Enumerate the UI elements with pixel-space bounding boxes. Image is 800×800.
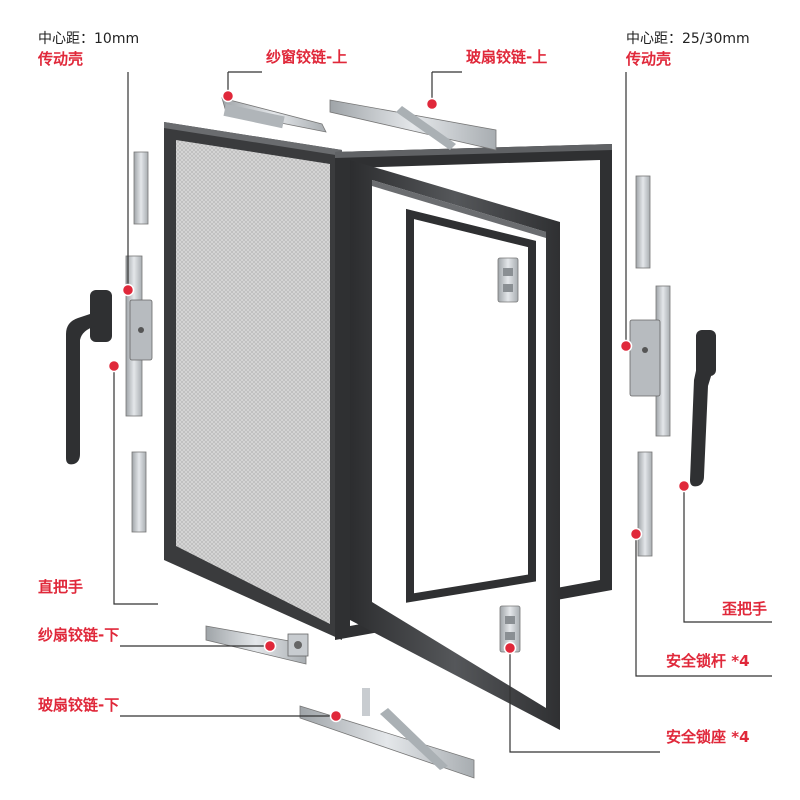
screen-hinge-top-label: 纱窗铰链-上 (266, 48, 348, 66)
marker-dot (221, 89, 235, 103)
straight-handle-label: 直把手 (38, 578, 84, 596)
marker-dot (329, 709, 343, 723)
angled-handle-label: 歪把手 (722, 600, 768, 618)
marker-dots (107, 89, 691, 723)
glass-hinge-top-label: 玻扇铰链-上 (466, 48, 548, 66)
screen-hinge-bottom-label: 纱扇铰链-下 (38, 626, 120, 644)
left-drive-rod-bottom (131, 451, 147, 533)
marker-dot (263, 639, 277, 653)
left-spec-label: 中心距：10mm (38, 31, 140, 47)
screen-hinge-bottom (205, 625, 309, 665)
glass-hinge-top (329, 99, 497, 151)
lock-seat-bottom (499, 605, 521, 653)
lock-seat-top (497, 257, 519, 303)
right-drive-rod-bottom (637, 451, 653, 557)
marker-dot (503, 641, 517, 655)
safety-lock-rod-label: 安全锁杆 *4 (666, 652, 750, 670)
marker-dot (425, 97, 439, 111)
screen-sash (164, 122, 342, 640)
left-drive-rod-top (133, 151, 149, 225)
open-sash (350, 160, 560, 730)
marker-dot (629, 527, 643, 541)
marker-dot (121, 283, 135, 297)
glass-hinge-bottom-label: 玻扇铰链-下 (38, 696, 120, 714)
safety-lock-seat-label: 安全锁座 *4 (666, 728, 750, 746)
marker-dot (107, 359, 121, 373)
straight-handle (66, 290, 112, 465)
left-drive-box (125, 255, 153, 417)
right-drive-rod-top (635, 175, 651, 269)
left-drive-label: 传动壳 (38, 50, 84, 68)
marker-dot (677, 479, 691, 493)
glass-hinge-bottom (299, 688, 475, 779)
right-drive-box (629, 285, 671, 437)
right-drive-label: 传动壳 (626, 50, 672, 68)
screen-hinge-top (221, 97, 327, 133)
marker-dot (619, 339, 633, 353)
angled-handle (690, 330, 716, 487)
right-spec-label: 中心距：25/30mm (626, 31, 750, 47)
